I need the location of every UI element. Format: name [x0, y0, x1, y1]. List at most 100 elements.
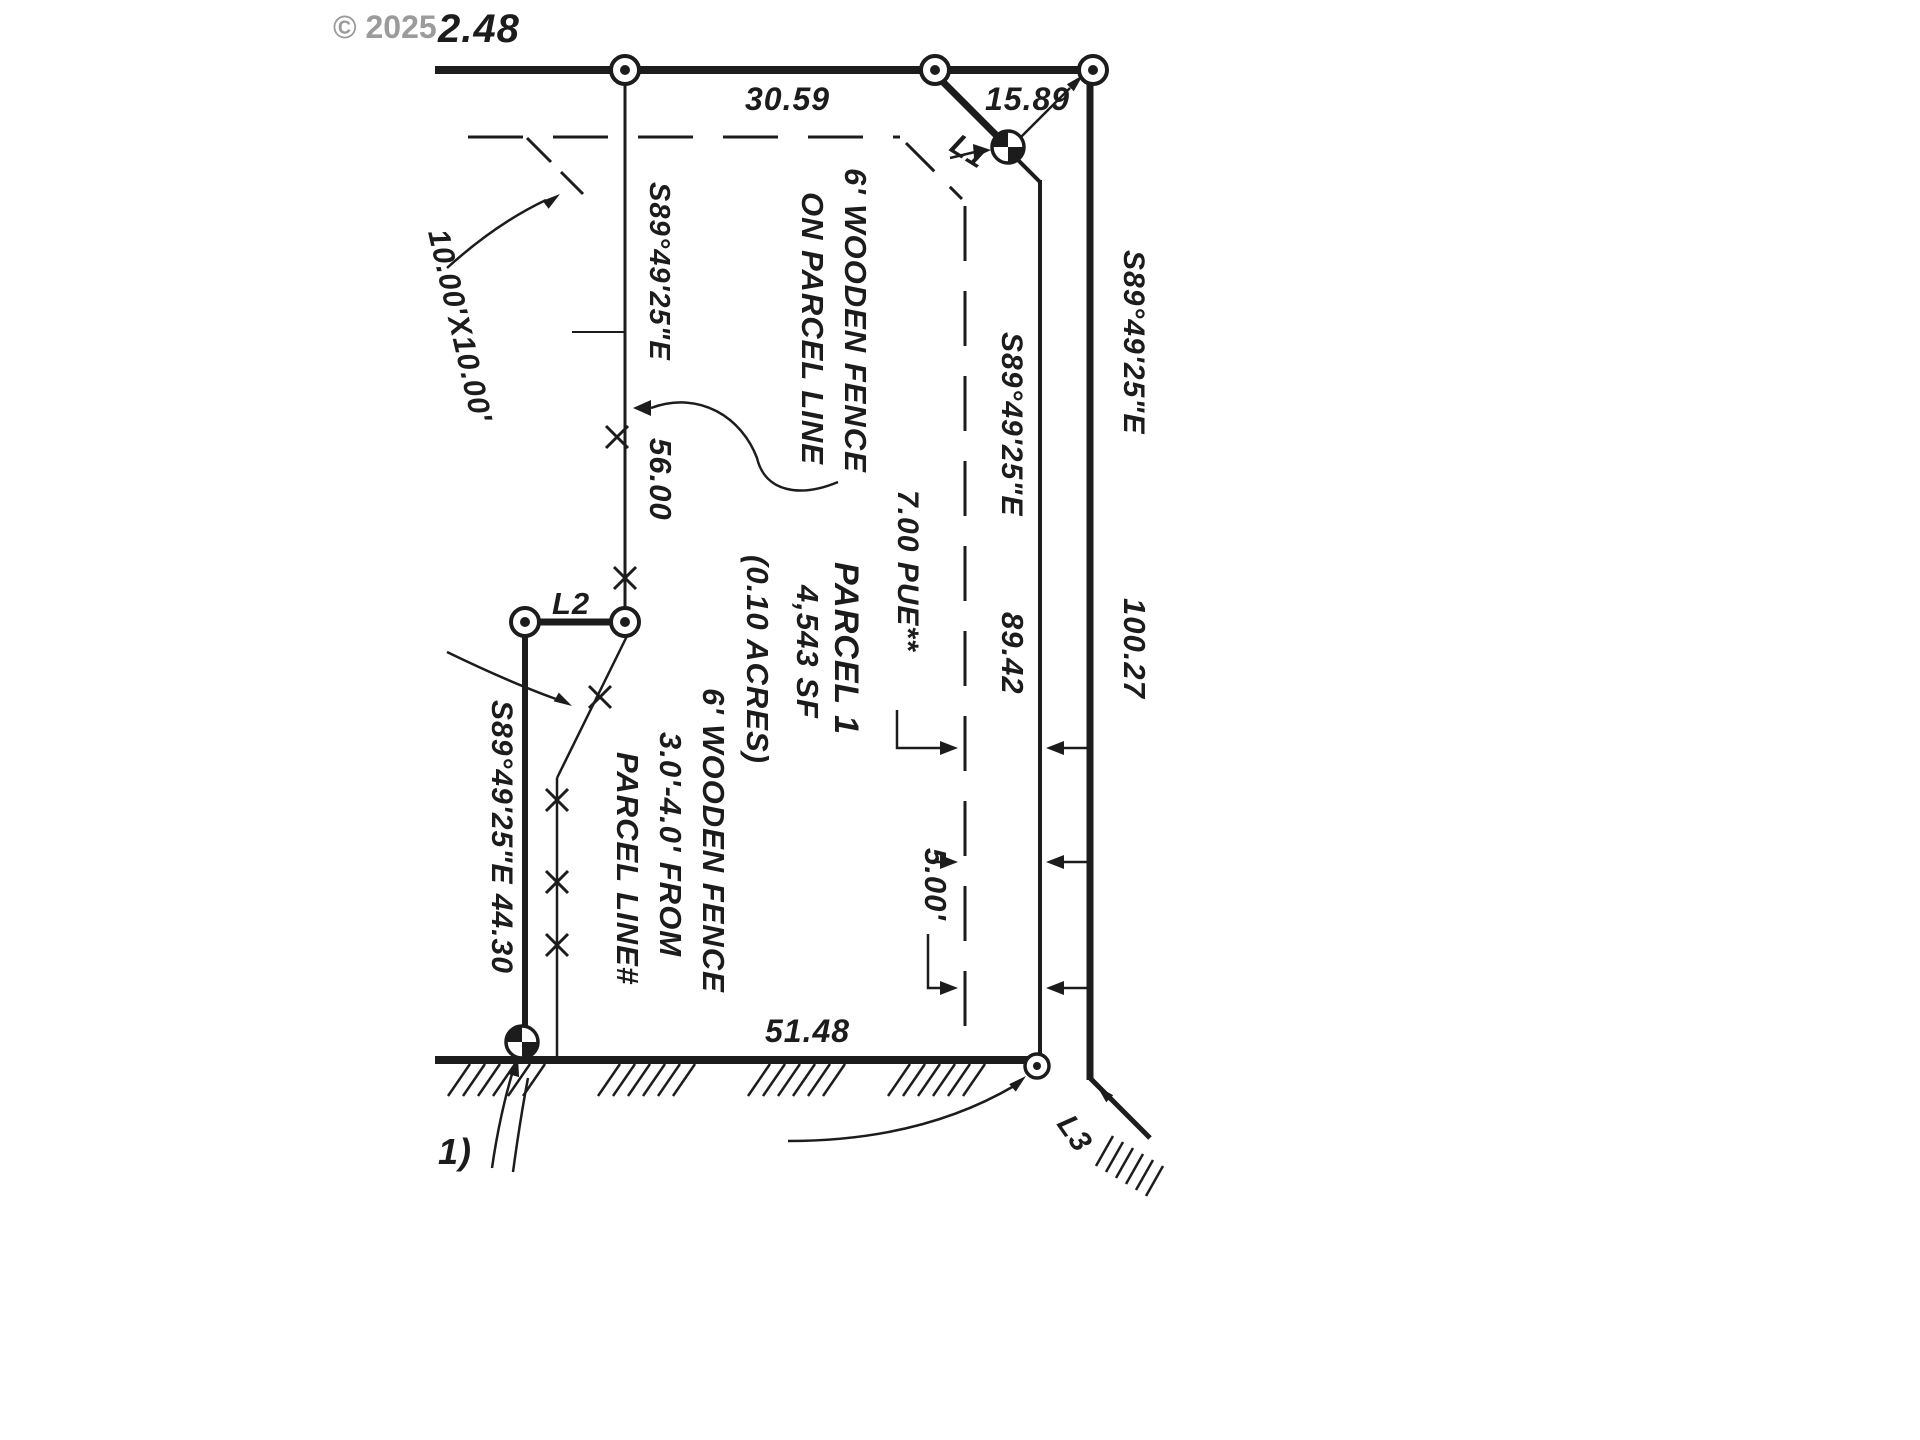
l3-leader-line — [787, 1084, 1015, 1143]
fence-offset-distance: 5.00' — [918, 848, 953, 921]
hatch-tick — [446, 1063, 472, 1097]
hatch-tick — [961, 1063, 987, 1097]
parcel-title: PARCEL 1 — [827, 562, 865, 735]
east-outer-distance: 100.27 — [1117, 598, 1152, 700]
parcel-area-acres: (0.10 ACRES) — [740, 555, 775, 764]
west-upper-bearing: S89°49'25"E — [643, 182, 675, 361]
l1-arrow-line — [949, 150, 976, 160]
x-mark — [544, 869, 570, 895]
x-mark — [544, 932, 570, 958]
l2-leader-arrowhead — [553, 692, 572, 706]
hatch-tick — [886, 1063, 912, 1097]
fence-off-line-note-3: PARCEL LINE# — [610, 752, 645, 985]
pue-opposing-arrowhead-left — [1046, 741, 1064, 755]
l2-leader-line — [446, 650, 557, 701]
hatch-tick — [791, 1063, 817, 1097]
control-point-symbols — [504, 129, 1026, 1060]
control-point-southwest — [504, 1024, 540, 1060]
hatch-tick — [931, 1063, 957, 1097]
text-labels: © 2025 2.48 30.59 15.89 L1 L2 L3 S89°49'… — [333, 7, 1152, 1172]
pue-width-label: 7.00 PUE** — [891, 490, 924, 652]
control-point-quadrant — [992, 131, 1008, 147]
southeast-tail-diagonal — [1088, 1076, 1152, 1140]
fence-on-line-note-1: 6' WOODEN FENCE — [838, 168, 873, 473]
top-dimension-partial: 2.48 — [437, 7, 520, 51]
hatch-tick — [776, 1063, 802, 1097]
monument-south-east-l3 — [1023, 1052, 1051, 1080]
hatch-tick — [806, 1063, 832, 1097]
offset-top-arrowhead-left — [1046, 855, 1064, 869]
hatch-tick — [1144, 1165, 1165, 1197]
hatch-tick — [506, 1063, 532, 1097]
control-point-quadrant — [1008, 147, 1024, 163]
south-segment-distance: 51.48 — [765, 1013, 850, 1049]
east-inner-distance: 89.42 — [995, 612, 1030, 695]
line-label-l3: L3 — [1050, 1109, 1098, 1158]
north-corner-distance: 15.89 — [985, 81, 1070, 117]
hatch-tick — [596, 1063, 622, 1097]
north-segment-distance: 30.59 — [745, 81, 830, 117]
monument-inner-dot — [930, 65, 940, 75]
east-inner-bearing: S89°49'25"E — [995, 332, 1028, 516]
line-label-l2: L2 — [552, 586, 590, 621]
copyright-watermark: © 2025 — [333, 9, 437, 45]
control-point-northeast — [990, 129, 1026, 165]
fence-off-line-note-2: 3.0'-4.0' FROM — [653, 732, 688, 957]
monument-north-east — [1077, 54, 1109, 86]
fence-on-line-note-2: ON PARCEL LINE — [795, 192, 830, 465]
hatch-tick — [946, 1063, 972, 1097]
x-mark — [612, 565, 638, 591]
hatch-tick — [821, 1063, 847, 1097]
east-outer-bearing: S89°49'25"E — [1117, 250, 1150, 434]
offset-bottom-arrowhead-left — [1046, 981, 1064, 995]
easement-dash-segment-1 — [525, 136, 553, 164]
hatch-tick — [671, 1063, 697, 1097]
x-mark — [544, 787, 570, 813]
monument-l2-east — [609, 606, 641, 638]
pue-dimension-arrowhead-right — [940, 741, 958, 755]
l1-arrowhead — [973, 144, 991, 158]
easement-leader-line — [446, 198, 547, 269]
hatch-tick — [1124, 1153, 1145, 1185]
hatch-tick — [476, 1063, 502, 1097]
monument-inner-dot — [620, 617, 630, 627]
northeast-corner-diagonal — [930, 69, 1007, 146]
hatch-tick — [611, 1063, 637, 1097]
x-mark — [604, 424, 630, 450]
hatch-tick — [1104, 1141, 1125, 1173]
upper-fence-leader-line — [650, 401, 839, 492]
pue-dashed-lines — [468, 135, 967, 1052]
x-mark — [587, 684, 613, 710]
monument-inner-dot — [1033, 1062, 1041, 1070]
hatch-tick — [641, 1063, 667, 1097]
hatch-tick — [1134, 1159, 1155, 1191]
offset-top-arrowhead-right — [940, 855, 958, 869]
hatch-tick — [1114, 1147, 1135, 1179]
monument-north-mid — [919, 54, 951, 86]
easement-size-label: 10.00'X10.00' — [421, 226, 498, 426]
monument-symbols — [509, 54, 1109, 1080]
hatch-tick — [1094, 1135, 1115, 1167]
control-point-quadrant — [506, 1026, 522, 1042]
monument-inner-dot — [620, 65, 630, 75]
line-label-l1: L1 — [944, 128, 993, 176]
fence-x-marks — [544, 424, 638, 958]
hatch-tick — [761, 1063, 787, 1097]
monument-inner-dot — [1088, 65, 1098, 75]
corner-measure-line — [1017, 87, 1071, 141]
monument-inner-dot — [520, 617, 530, 627]
fence-off-line-note-1: 6' WOODEN FENCE — [696, 688, 731, 993]
hatch-tick — [916, 1063, 942, 1097]
offset-bottom-bracket — [926, 934, 940, 990]
hatch-tick — [626, 1063, 652, 1097]
west-upper-distance: 56.00 — [643, 438, 678, 521]
bottom-left-partial-note: 1) — [438, 1131, 472, 1172]
hatch-tick — [746, 1063, 772, 1097]
pue-dimension-bracket — [895, 710, 940, 750]
corner-measure-arrowhead — [1066, 75, 1083, 92]
offset-bottom-arrowhead-right — [940, 981, 958, 995]
upper-fence-leader-arrowhead — [633, 400, 651, 416]
west-lower-bearing-distance: S89°49'25"E 44.30 — [485, 700, 518, 974]
hatch-tick — [461, 1063, 487, 1097]
leaders-and-arrows — [446, 75, 1114, 1173]
